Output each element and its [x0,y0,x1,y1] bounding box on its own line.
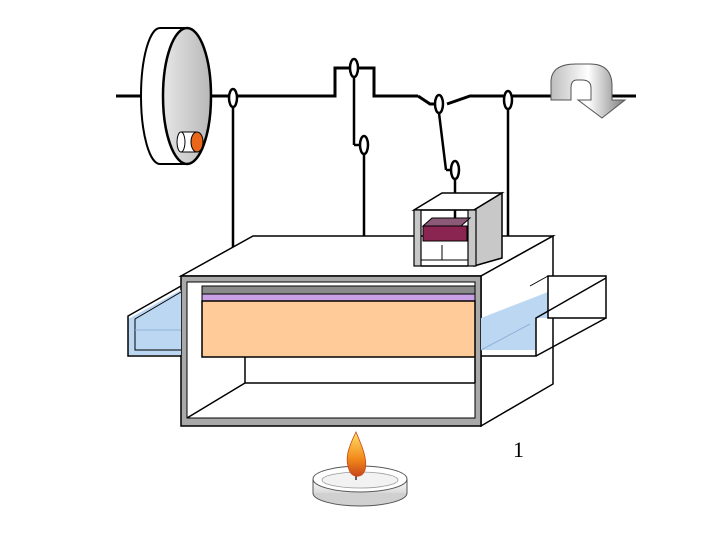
power-piston-rod [433,93,461,218]
rotation-arrow-icon [550,63,627,119]
bearing-right [502,89,514,258]
figure-number-label: 1 [513,437,524,462]
water-tray-left [127,285,182,357]
displacer-block [201,285,476,358]
crank-pin [176,131,204,153]
flywheel [140,26,213,166]
bearing-left [227,87,239,258]
flame-icon [346,431,367,477]
displacer-rod [348,57,372,260]
water-tray-right [480,275,607,357]
power-cylinder [411,191,505,267]
candle [312,465,408,507]
